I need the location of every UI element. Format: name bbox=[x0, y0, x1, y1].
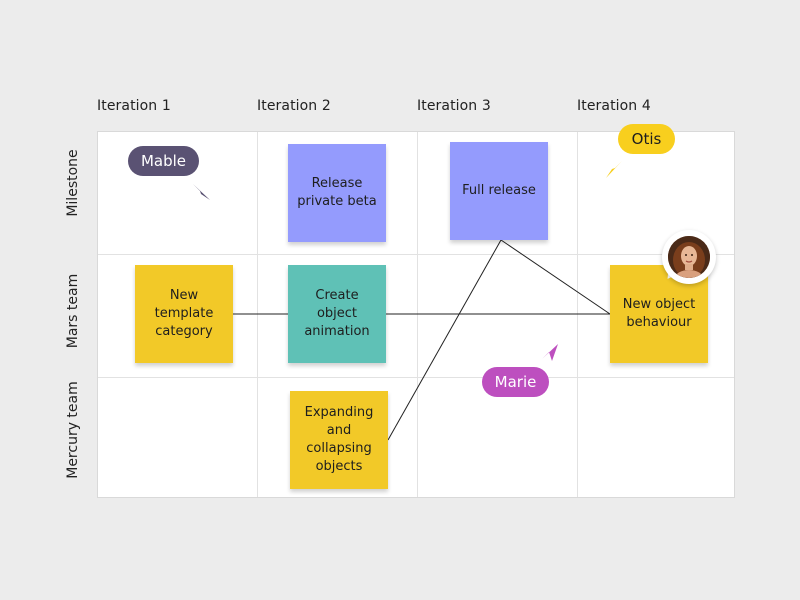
sticky-expanding-collapsing-objects[interactable]: Expanding and collapsing objects bbox=[290, 391, 388, 489]
user-avatar-icon bbox=[668, 236, 710, 278]
grid-divider bbox=[257, 132, 258, 497]
collaborator-avatar[interactable] bbox=[662, 230, 716, 284]
grid-divider bbox=[98, 254, 734, 255]
cursor-label-marie: Marie bbox=[482, 367, 549, 397]
sticky-text: Expanding and collapsing objects bbox=[304, 405, 374, 474]
sticky-text: Create object animation bbox=[304, 288, 370, 339]
row-label-mercury-team: Mercury team bbox=[65, 381, 81, 479]
grid-divider bbox=[577, 132, 578, 497]
sticky-full-release[interactable]: Full release bbox=[450, 142, 548, 240]
sticky-text: Full release bbox=[462, 183, 536, 198]
sticky-text: New object behaviour bbox=[622, 297, 696, 330]
cursor-arrow-icon bbox=[193, 184, 210, 200]
sticky-new-template-category[interactable]: New template category bbox=[135, 265, 233, 363]
grid-divider bbox=[417, 132, 418, 497]
row-label-milestone: Milestone bbox=[65, 149, 81, 217]
column-label-iteration-3: Iteration 3 bbox=[417, 98, 491, 114]
sticky-text: New template category bbox=[154, 288, 214, 339]
cursor-label-mable: Mable bbox=[128, 146, 199, 176]
sticky-text: Release private beta bbox=[297, 176, 377, 209]
column-label-iteration-1: Iteration 1 bbox=[97, 98, 171, 114]
cursor-arrow-icon bbox=[542, 344, 558, 361]
cursor-label-otis: Otis bbox=[618, 124, 675, 154]
grid-divider bbox=[98, 377, 734, 378]
column-label-iteration-2: Iteration 2 bbox=[257, 98, 331, 114]
sticky-create-object-animation[interactable]: Create object animation bbox=[288, 265, 386, 363]
column-label-iteration-4: Iteration 4 bbox=[577, 98, 651, 114]
sticky-release-private-beta[interactable]: Release private beta bbox=[288, 144, 386, 242]
cursor-arrow-icon bbox=[606, 161, 622, 178]
